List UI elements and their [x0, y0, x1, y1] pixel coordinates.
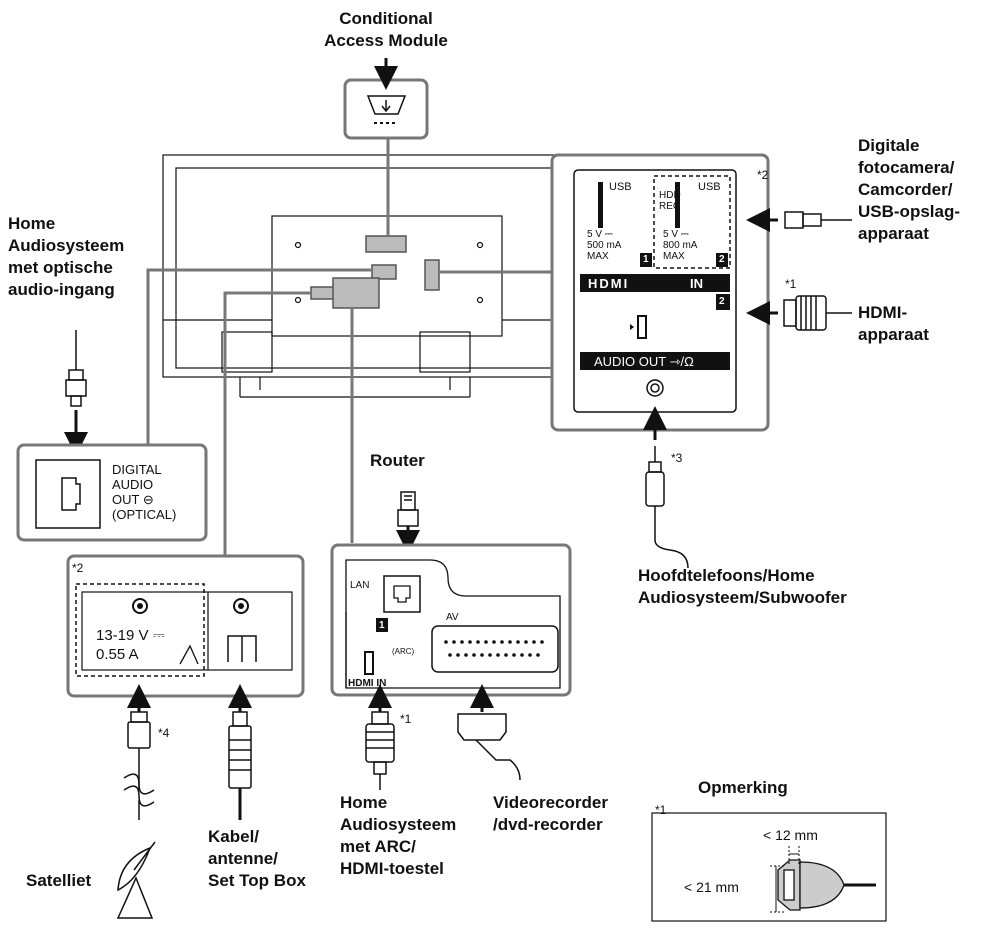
- usb1-label: USB: [609, 181, 632, 193]
- hdd-rec-label: HDD REC: [659, 190, 681, 212]
- dimension-figure: [651, 812, 887, 922]
- tv-port-markers: [310, 235, 440, 309]
- width-dimension: < 12 mm: [763, 827, 818, 843]
- lan-plug-icon: [396, 491, 420, 554]
- hdmi-in-bottom-label: HDMI IN: [348, 678, 387, 689]
- cable-plug-icon: [228, 684, 252, 820]
- hdmi-in-logo: HDMI: [588, 276, 630, 291]
- footnote-2-sat: *2: [72, 561, 84, 575]
- headphone-plug-icon: [643, 406, 689, 569]
- footnote-1-remark: *1: [655, 803, 667, 817]
- arc-label: (ARC): [392, 647, 415, 656]
- footnote-1-hdmi-right: *1: [785, 277, 797, 291]
- footnote-4: *4: [158, 726, 170, 740]
- av-label: AV: [446, 612, 459, 623]
- hdmi-in-suffix: IN: [690, 276, 703, 291]
- satellite-power-spec: 13-19 V ⎓ 0.55 A: [96, 627, 165, 663]
- lan-hdmi-av-panel: [330, 543, 572, 697]
- scart-plug-icon: [457, 684, 521, 781]
- hdmi2-number: 2: [719, 296, 725, 307]
- footnote-1-hdmi-bottom: *1: [400, 712, 412, 726]
- digital-camera-label: Digitale fotocamera/ Camcorder/ USB-opsl…: [858, 136, 960, 243]
- satellite-port-panel: [66, 554, 305, 698]
- cam-slot-panel: [343, 58, 429, 140]
- optical-port-panel: [16, 443, 208, 542]
- usb1-number: 1: [643, 254, 649, 265]
- usb2-spec: 5 V ⎓ 800 mA MAX: [663, 229, 698, 262]
- lan-label: LAN: [350, 580, 370, 591]
- optical-plug-icon: [64, 330, 88, 456]
- cable-label: Kabel/ antenne/ Set Top Box: [208, 827, 306, 890]
- usb2-label: USB: [698, 181, 721, 193]
- usb1-spec: 5 V ⎓ 500 mA MAX: [587, 229, 622, 262]
- height-dimension: < 21 mm: [684, 879, 739, 895]
- videorecorder-label: Videorecorder /dvd-recorder: [493, 793, 608, 834]
- side-port-panel: [550, 153, 770, 432]
- router-label: Router: [370, 451, 425, 470]
- cam-label: Conditional Access Module: [324, 9, 448, 50]
- home-optical-label: Home Audiosysteem met optische audio-ing…: [8, 214, 125, 299]
- connection-lines: [146, 138, 552, 556]
- hdmi1-number: 1: [379, 620, 385, 631]
- usb-plug-icon: [746, 208, 852, 232]
- remark-label: Opmerking: [698, 778, 788, 797]
- usb2-number: 2: [719, 254, 725, 265]
- optical-port-text: DIGITAL AUDIO OUT ⊖ (OPTICAL): [112, 462, 177, 522]
- hdmi-plug-icon-bottom: [365, 684, 395, 790]
- hdmi-plug-icon-right: [746, 295, 852, 331]
- home-arc-label: Home Audiosysteem met ARC/ HDMI-toestel: [340, 793, 457, 878]
- satellite-label: Satelliet: [26, 871, 92, 890]
- hdmi-device-label: HDMI- apparaat: [858, 303, 929, 344]
- footnote-2-side: *2: [757, 168, 769, 182]
- satellite-plug-icon: [123, 684, 155, 820]
- satellite-dish-icon: [116, 841, 156, 919]
- headphones-label: Hoofdtelefoons/Home Audiosysteem/Subwoof…: [638, 566, 847, 607]
- footnote-3: *3: [671, 451, 683, 465]
- audio-out-label: AUDIO OUT ⇾/Ω: [594, 354, 694, 369]
